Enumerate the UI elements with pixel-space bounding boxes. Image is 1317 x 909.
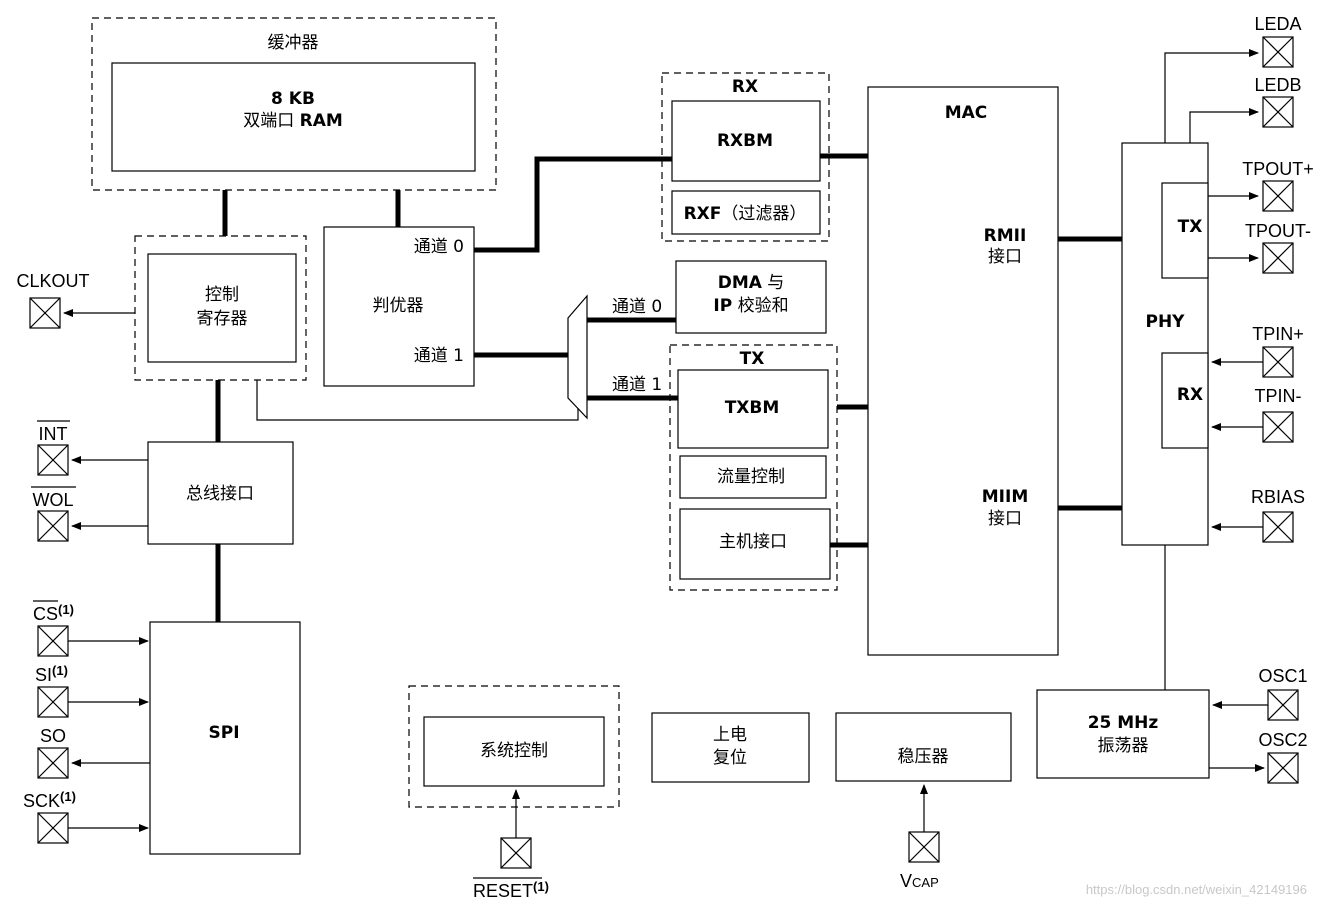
arbiter-label: 判优器 xyxy=(373,296,424,316)
osc2-pin-icon xyxy=(1267,752,1299,784)
wol-label: WOL xyxy=(32,490,73,510)
cs-label: CS(1) xyxy=(33,602,74,624)
sys-ctrl-label: 系统控制 xyxy=(480,741,548,761)
osc-block xyxy=(1036,689,1210,779)
spi-block xyxy=(149,621,301,855)
int-pin-icon xyxy=(37,444,69,476)
tpin-m-pin-icon xyxy=(1262,411,1294,443)
rxbm-block xyxy=(671,100,821,182)
rxbm-label: RXBM xyxy=(717,131,773,151)
rx-title: RX xyxy=(732,77,758,97)
phy-tx-block xyxy=(1161,182,1209,279)
host-if-block xyxy=(679,508,831,580)
tpout-p-label: TPOUT+ xyxy=(1242,159,1314,179)
tpout-m-label: TPOUT- xyxy=(1245,221,1311,241)
por-block xyxy=(651,712,810,783)
tpout-m-pin-icon xyxy=(1262,242,1294,274)
int-label: INT xyxy=(39,424,68,444)
clkout-label: CLKOUT xyxy=(16,271,89,291)
ctrl-to-mux-line xyxy=(256,380,579,421)
tpin-m-label: TPIN- xyxy=(1255,386,1302,406)
so-pin-icon xyxy=(37,747,69,779)
ledb-pin-icon xyxy=(1262,96,1294,128)
arbiter-ch1-label: 通道 1 xyxy=(414,346,464,366)
osc-label-1: 25 MHz xyxy=(1088,713,1159,733)
ctrl-reg-label-1: 控制 xyxy=(205,285,239,305)
ctrl-reg-label-2: 寄存器 xyxy=(197,309,248,329)
sck-pin-icon xyxy=(37,812,69,844)
tpin-p-label: TPIN+ xyxy=(1252,324,1304,344)
rbias-label: RBIAS xyxy=(1251,487,1305,507)
sys-ctrl-block xyxy=(423,716,605,787)
vcap-pin-icon xyxy=(908,831,940,863)
leda-arrow xyxy=(1164,49,1259,143)
ledb-label: LEDB xyxy=(1254,75,1301,95)
por-label-1: 上电 xyxy=(713,725,747,745)
tpout-p-pin-icon xyxy=(1262,180,1294,212)
dma-label-2: IP 校验和 xyxy=(713,296,788,316)
spi-label: SPI xyxy=(208,723,239,743)
miim-label: MIIM xyxy=(982,487,1028,507)
rmii-label: RMII xyxy=(984,226,1027,246)
osc1-label: OSC1 xyxy=(1258,666,1307,686)
cs-pin-icon xyxy=(37,625,69,657)
mux-ch0-label: 通道 0 xyxy=(612,297,662,317)
tpin-p-pin-icon xyxy=(1262,346,1294,378)
host-if-label: 主机接口 xyxy=(719,532,787,552)
leda-label: LEDA xyxy=(1254,14,1301,34)
tx-group xyxy=(669,344,838,591)
bus-if-label: 总线接口 xyxy=(186,484,254,504)
vcap-label: VCAP xyxy=(900,871,939,891)
si-pin-icon xyxy=(37,686,69,718)
dma-label-1: DMA 与 xyxy=(718,273,785,293)
por-label-2: 复位 xyxy=(713,748,747,768)
rxf-block xyxy=(671,190,821,235)
wol-pin-icon xyxy=(37,510,69,542)
regulator-block xyxy=(835,712,1012,782)
reset-pin-icon xyxy=(500,837,532,869)
phy-rx-label: RX xyxy=(1177,385,1203,405)
tx-title: TX xyxy=(740,349,765,369)
bus-if-block xyxy=(147,441,294,545)
osc1-pin-icon xyxy=(1267,689,1299,721)
leda-pin-icon xyxy=(1262,36,1294,68)
ram-block xyxy=(111,62,476,172)
phy-rx-block xyxy=(1161,352,1209,449)
flow-ctrl-label: 流量控制 xyxy=(717,467,785,487)
si-label: SI(1) xyxy=(35,663,68,685)
arbiter-ch0-label: 通道 0 xyxy=(414,237,464,257)
arbiter-block xyxy=(323,226,475,387)
mac-block xyxy=(867,86,1059,656)
rmii-cn-label: 接口 xyxy=(988,247,1022,267)
rxf-label: RXF（过滤器） xyxy=(684,204,807,224)
miim-cn-label: 接口 xyxy=(988,509,1022,529)
flow-ctrl-block xyxy=(679,455,827,499)
ram-label-2: 双端口 RAM xyxy=(243,111,343,131)
rbias-pin-icon xyxy=(1262,511,1294,543)
ram-label-1: 8 KB xyxy=(271,89,315,109)
mux-ch1-label: 通道 1 xyxy=(612,375,662,395)
regulator-label: 稳压器 xyxy=(898,747,949,767)
ledb-arrow xyxy=(1189,108,1259,143)
phy-label: PHY xyxy=(1146,312,1186,332)
buffer-title: 缓冲器 xyxy=(268,33,319,53)
osc-label-2: 振荡器 xyxy=(1098,736,1149,756)
txbm-block xyxy=(677,369,829,449)
mac-label: MAC xyxy=(945,103,988,123)
reset-label: RESET(1) xyxy=(473,879,549,901)
ctrl-reg-block xyxy=(147,253,297,363)
sck-label: SCK(1) xyxy=(23,789,76,811)
mux-shape xyxy=(567,294,588,420)
dma-block xyxy=(675,260,827,334)
sys-ctrl-group xyxy=(408,685,620,808)
txbm-label: TXBM xyxy=(725,398,780,418)
so-label: SO xyxy=(40,726,66,746)
osc2-label: OSC2 xyxy=(1258,730,1307,750)
clkout-pin-icon xyxy=(29,297,61,329)
arbiter-ch0-to-rxbm-line xyxy=(474,156,672,253)
watermark: https://blog.csdn.net/weixin_42149196 xyxy=(1086,882,1307,897)
phy-tx-label: TX xyxy=(1178,217,1203,237)
